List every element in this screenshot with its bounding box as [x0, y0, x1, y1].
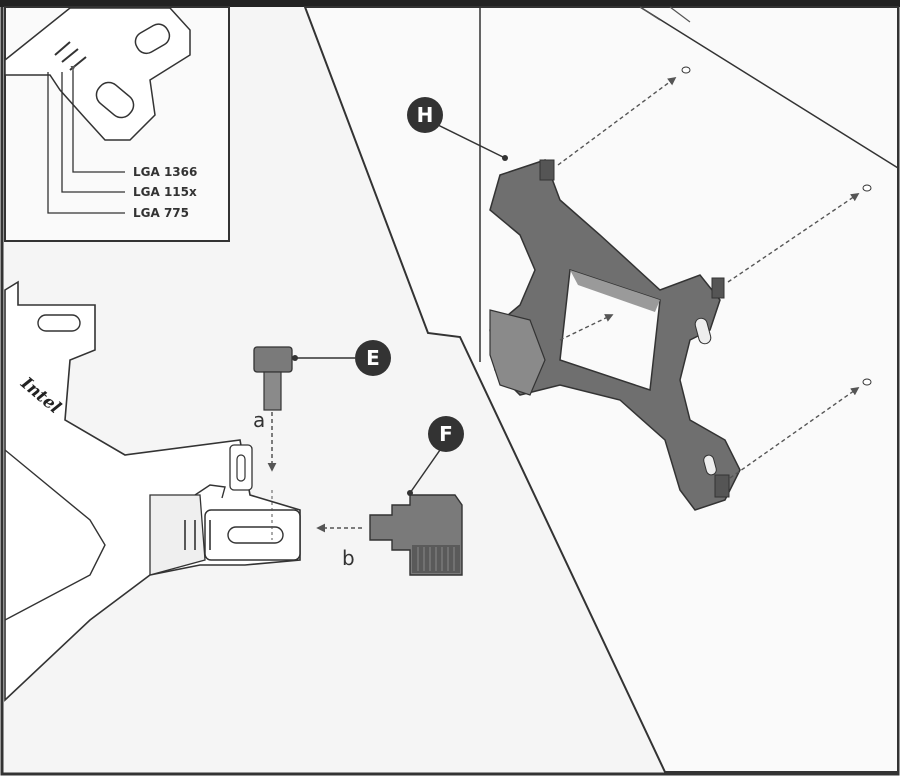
- bracket-slot-top: [37, 314, 81, 332]
- bracket-latch: [194, 484, 226, 499]
- arrow-right: [727, 193, 860, 283]
- callout-h-badge: [407, 97, 443, 133]
- callout-e-letter: E: [366, 346, 380, 370]
- backplate-h: [489, 159, 741, 511]
- callout-f: F: [407, 416, 464, 496]
- callout-e: E: [292, 340, 391, 376]
- arrow-top: [557, 76, 677, 166]
- bracket-clip-slot: [236, 454, 246, 482]
- motherboard-edge: [639, 6, 899, 169]
- bracket-slot-tab: [227, 526, 284, 544]
- callout-f-letter: F: [439, 422, 453, 446]
- screw-head: [253, 346, 293, 373]
- callout-e-dot: [292, 355, 298, 361]
- backplate-tab-slot-2: [703, 454, 717, 476]
- backplate-left-mount: [489, 309, 546, 396]
- inset-slot-2: [95, 81, 135, 119]
- hole-bottom: [862, 378, 872, 386]
- callout-f-leader: [409, 449, 441, 494]
- arrow-bottom: [729, 387, 860, 479]
- bracket-mount-tab: [204, 509, 301, 561]
- label-lga775: LGA 775: [133, 206, 189, 220]
- callout-e-badge: [355, 340, 391, 376]
- leader-lga115x: [61, 72, 125, 193]
- intel-bracket: Intel: [4, 280, 301, 702]
- backplate-window-shade: [570, 270, 660, 312]
- inset-bracket: [4, 7, 191, 141]
- callout-h: H: [407, 97, 508, 161]
- backplate-stud-top: [539, 159, 555, 181]
- hole-top: [681, 66, 691, 74]
- bracket-clip: [229, 444, 253, 491]
- leader-lga1366: [70, 65, 125, 173]
- screw-shank: [263, 371, 282, 411]
- bracket-rim: [149, 494, 206, 576]
- hole-right: [862, 184, 872, 192]
- callout-h-leader: [437, 124, 506, 159]
- top-bar: [0, 0, 900, 7]
- backplate-stud-right: [711, 277, 725, 299]
- bracket-notches: [184, 520, 211, 550]
- backplate-stud-bottom: [714, 474, 730, 498]
- arrow-center: [559, 314, 614, 341]
- nut-f: b: [316, 494, 463, 576]
- callout-f-badge: [428, 416, 464, 452]
- step-a-label: a: [253, 408, 265, 432]
- motherboard-edge-detail: [639, 6, 691, 23]
- leader-lga775: [47, 72, 125, 214]
- socket-inset: LGA 1366 LGA 115x LGA 775: [4, 6, 230, 242]
- mounting-holes: [681, 66, 872, 386]
- label-lga1366: LGA 1366: [133, 165, 197, 179]
- label-lga115x: LGA 115x: [133, 185, 197, 199]
- callout-f-dot: [407, 490, 413, 496]
- nut-knurl-lines: [417, 547, 455, 571]
- backplate-tab-slot: [694, 317, 712, 345]
- insertion-arrows: [557, 76, 860, 479]
- callout-h-letter: H: [417, 103, 434, 127]
- screw-e: a: [253, 346, 293, 540]
- callout-h-dot: [502, 155, 508, 161]
- step-b-label: b: [342, 546, 355, 570]
- inset-slot-1: [134, 23, 171, 55]
- bracket-inner-edge: [4, 449, 106, 621]
